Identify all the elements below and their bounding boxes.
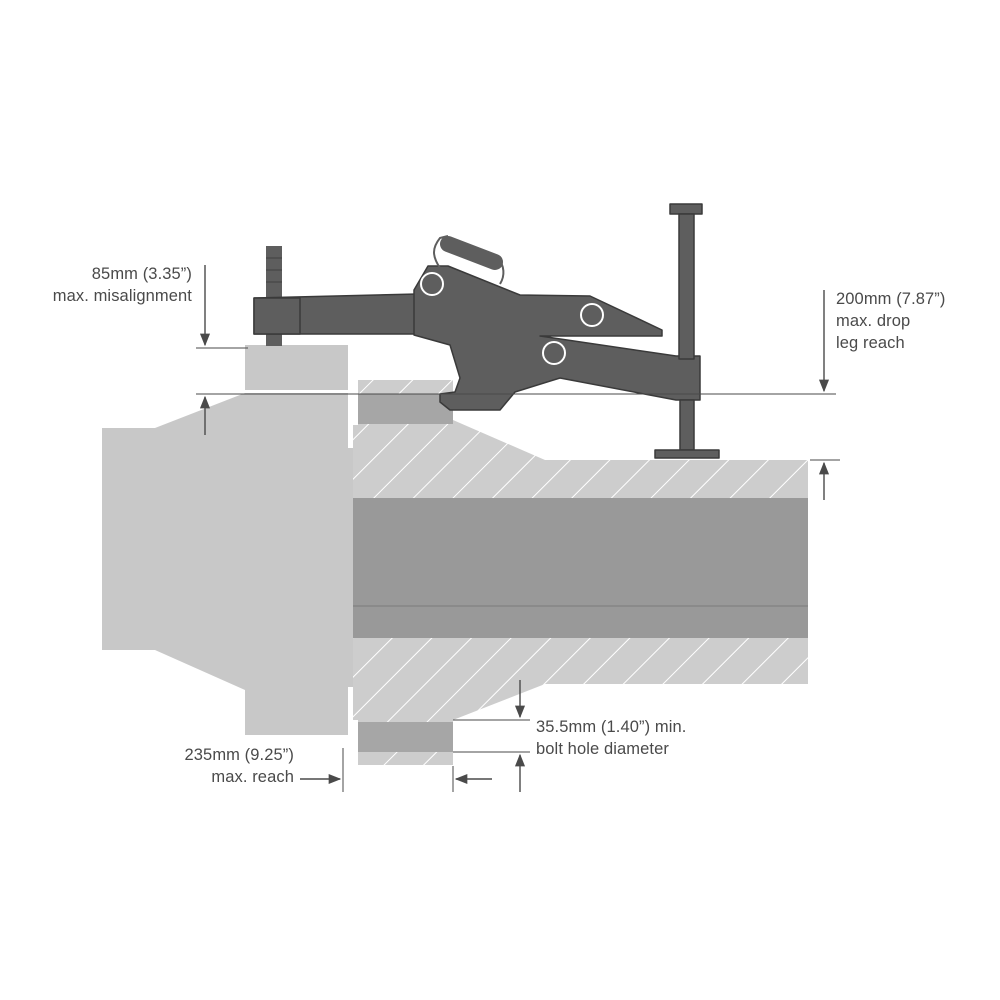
reach-label: 235mm (9.25”) max. reach	[184, 744, 294, 788]
drop-value: 200mm (7.87”)	[836, 290, 946, 308]
bolt-hole-top	[358, 394, 453, 424]
misalignment-label: 85mm (3.35”) max. misalignment	[53, 263, 192, 307]
dimension-arrows	[199, 265, 830, 792]
dimension-lines	[196, 347, 840, 792]
misalignment-value: 85mm (3.35”)	[91, 265, 192, 283]
clamp-tool	[253, 203, 720, 459]
right-flange	[353, 380, 808, 765]
misalignment-description: max. misalignment	[52, 287, 192, 305]
bolt-hole-value: 35.5mm (1.40”) min.	[536, 718, 687, 736]
left-flange	[102, 345, 353, 735]
drop-leg-label: 200mm (7.87”) max. drop leg reach	[836, 288, 946, 354]
reach-description: max. reach	[211, 768, 294, 786]
bolt-hole-label: 35.5mm (1.40”) min. bolt hole diameter	[536, 716, 686, 760]
drop-line2: max. drop	[836, 312, 911, 330]
bolt-hole-bottom	[358, 722, 453, 752]
pipe-bore	[353, 498, 808, 638]
drop-line3: leg reach	[836, 334, 905, 352]
bolt-hole-description: bolt hole diameter	[536, 740, 669, 758]
reach-value: 235mm (9.25”)	[184, 746, 294, 764]
